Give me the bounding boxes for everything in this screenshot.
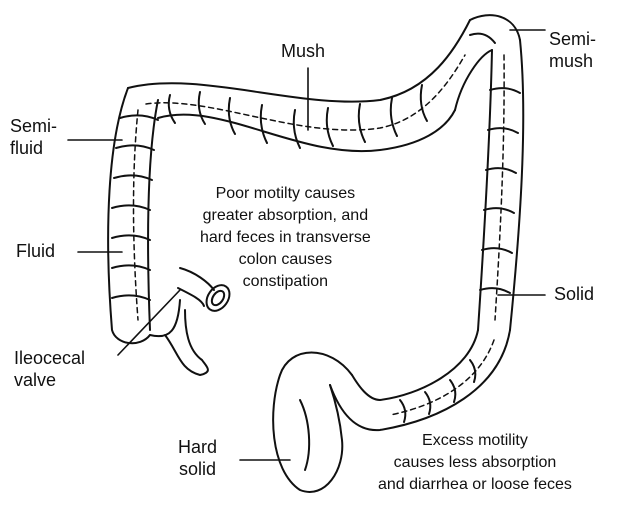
descending-colon [478,40,523,330]
caption-poor-motility-line-4: colon causes [200,249,371,271]
label-hard-solid-line-1: Hard [178,436,217,458]
caption-excess-motility: Excess motility causes less absorption a… [378,430,572,496]
label-hard-solid-line-2: solid [178,458,217,480]
label-fluid: Fluid [16,240,55,262]
label-ileocecal-valve-line-1: Ileocecal [14,347,85,369]
label-solid: Solid [554,283,594,305]
caption-excess-motility-line-3: and diarrhea or loose feces [378,474,572,496]
label-ileocecal-valve-line-2: valve [14,369,85,391]
label-mush: Mush [281,40,325,62]
caption-poor-motility-line-5: constipation [200,271,371,293]
rectum [273,353,352,492]
label-semi-fluid: Semi- fluid [10,115,57,159]
caption-poor-motility-line-3: hard feces in transverse [200,227,371,249]
caption-excess-motility-line-1: Excess motility [378,430,572,452]
caption-excess-motility-line-2: causes less absorption [378,452,572,474]
label-semi-mush-line-2: mush [549,50,596,72]
caption-poor-motility-line-2: greater absorption, and [200,205,371,227]
label-semi-fluid-line-1: Semi- [10,115,57,137]
label-semi-mush-line-1: Semi- [549,28,596,50]
label-ileocecal-valve: Ileocecal valve [14,347,85,391]
label-semi-fluid-line-2: fluid [10,137,57,159]
ascending-colon [108,88,158,343]
sigmoid-colon [330,330,510,430]
label-semi-mush: Semi- mush [549,28,596,72]
caption-poor-motility-line-1: Poor motilty causes [200,183,371,205]
label-hard-solid: Hard solid [178,436,217,480]
caption-poor-motility: Poor motilty causes greater absorption, … [200,183,371,293]
